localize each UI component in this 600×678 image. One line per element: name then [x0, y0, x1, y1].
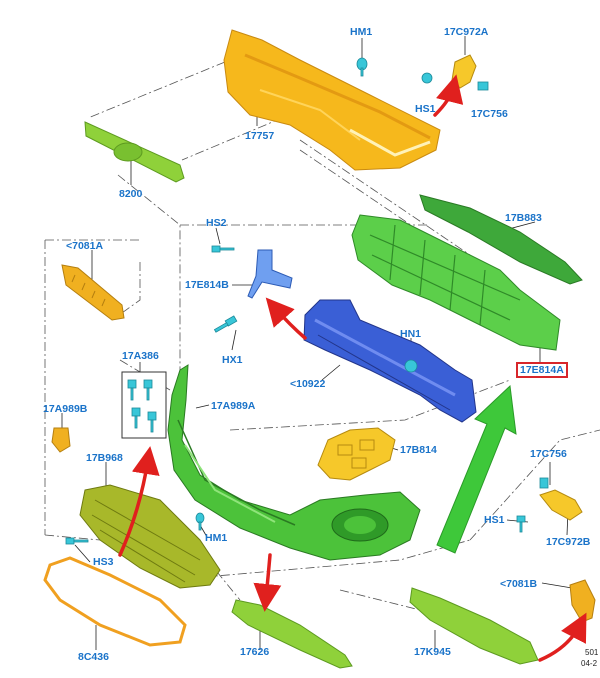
part-17757-upper-cover: [223, 29, 441, 171]
part-7081a-bracket: [61, 264, 125, 321]
label-17626: 17626: [240, 646, 270, 658]
arrow-red-grille: [118, 446, 160, 557]
hs3-fastener: [65, 537, 89, 545]
part-8200-grille: [84, 121, 185, 183]
part-17e814b-bracket: [247, 249, 293, 299]
footer-code-1: 501: [585, 648, 599, 657]
label-17b814: 17B814: [400, 444, 437, 456]
hs1-fastener-top: [421, 72, 433, 84]
label-7081a: <7081A: [66, 240, 104, 252]
label-hx1: HX1: [222, 354, 243, 366]
label-17e814a-highlighted: 17E814A: [516, 362, 568, 378]
green-arrow: [436, 384, 517, 554]
part-17b814-bracket: [317, 427, 396, 481]
label-hm1-bottom: HM1: [205, 532, 228, 544]
label-8200: 8200: [119, 188, 143, 200]
part-17b883: [419, 194, 583, 285]
part-8c436-ring: [43, 556, 187, 647]
label-17757: 17757: [245, 130, 275, 142]
part-17c972a-bracket: [451, 54, 477, 89]
label-hs3: HS3: [93, 556, 114, 568]
label-hs1-top: HS1: [415, 103, 436, 115]
label-17k945: 17K945: [414, 646, 451, 658]
arrow-red-beam: [265, 297, 307, 340]
part-17a989b: [51, 427, 71, 453]
c756-clip-top: [477, 81, 489, 91]
label-7081b: <7081B: [500, 578, 538, 590]
label-8c436: 8C436: [78, 651, 109, 663]
part-17a386-fastener-kit: [121, 371, 167, 439]
label-hn1: HN1: [400, 328, 422, 340]
arrow-red-lip: [538, 612, 587, 662]
arrow-red-strip: [253, 553, 282, 612]
label-10922: <10922: [290, 378, 326, 390]
hx1-fastener: [213, 315, 238, 333]
hn1-fastener: [404, 359, 418, 373]
label-17a989b: 17A989B: [43, 403, 88, 415]
fasteners: [65, 57, 549, 545]
label-17c972b: 17C972B: [546, 536, 591, 548]
label-17a989a: 17A989A: [211, 400, 256, 412]
label-hs2: HS2: [206, 217, 227, 229]
label-17b968: 17B968: [86, 452, 123, 464]
red-arrows: [118, 74, 587, 662]
label-hm1-top: HM1: [350, 26, 373, 38]
label-17a386: 17A386: [122, 350, 159, 362]
part-17c972b-bracket: [539, 489, 583, 521]
part-7081b-bracket: [569, 579, 596, 623]
part-17a989a-lower-cover: [167, 364, 421, 561]
hm1-fastener-bottom: [195, 512, 205, 531]
label-17b883: 17B883: [505, 212, 542, 224]
label-17c756-top: 17C756: [471, 108, 508, 120]
part-10922-beam: [303, 299, 477, 423]
footer-code-2: 04-2: [581, 659, 598, 668]
arrow-red-top: [433, 74, 464, 117]
hs1-fastener-right: [516, 515, 526, 533]
part-17626-strip: [231, 599, 353, 669]
label-hs1-right: HS1: [484, 514, 505, 526]
c756-clip-right: [539, 477, 549, 489]
part-17e814a-absorber: [351, 214, 561, 351]
hm1-fastener-top: [356, 57, 368, 77]
part-17b968-lower-grille: [79, 484, 221, 589]
label-17e814b: 17E814B: [185, 279, 229, 291]
label-17c756-right: 17C756: [530, 448, 567, 460]
hs2-fastener: [211, 245, 235, 253]
label-17c972a: 17C972A: [444, 26, 489, 38]
part-17k945-lip: [409, 587, 539, 665]
